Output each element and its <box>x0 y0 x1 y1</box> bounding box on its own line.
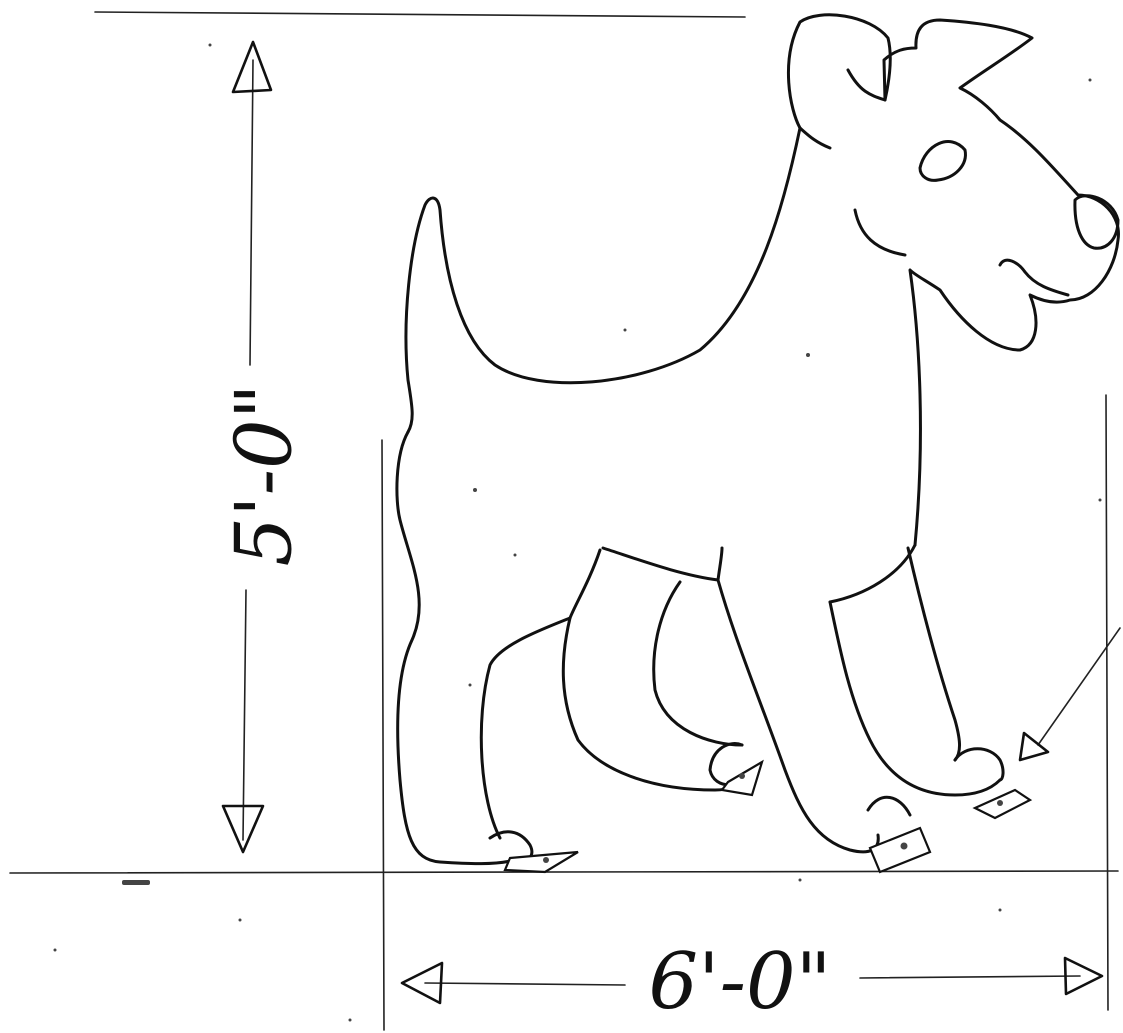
paw-tag <box>868 826 932 874</box>
mouth <box>998 258 1070 297</box>
width-dimension-arrow <box>400 956 1104 1005</box>
paw-tags <box>503 759 1033 874</box>
dog-outline <box>395 13 1120 866</box>
width-label: 6'-0" <box>649 937 832 1027</box>
eye <box>918 140 967 182</box>
right-extension-line <box>1105 394 1109 1011</box>
paw-tag <box>503 850 579 874</box>
height-dimension-arrow <box>221 40 273 854</box>
left-extension-line <box>381 439 385 1031</box>
height-label: 5'-0" <box>220 384 310 567</box>
ground-line <box>9 870 1119 874</box>
nose <box>1073 194 1120 250</box>
leader-arrow <box>1018 627 1121 762</box>
top-reference-line <box>94 11 746 18</box>
scan-specks <box>53 43 1102 1022</box>
